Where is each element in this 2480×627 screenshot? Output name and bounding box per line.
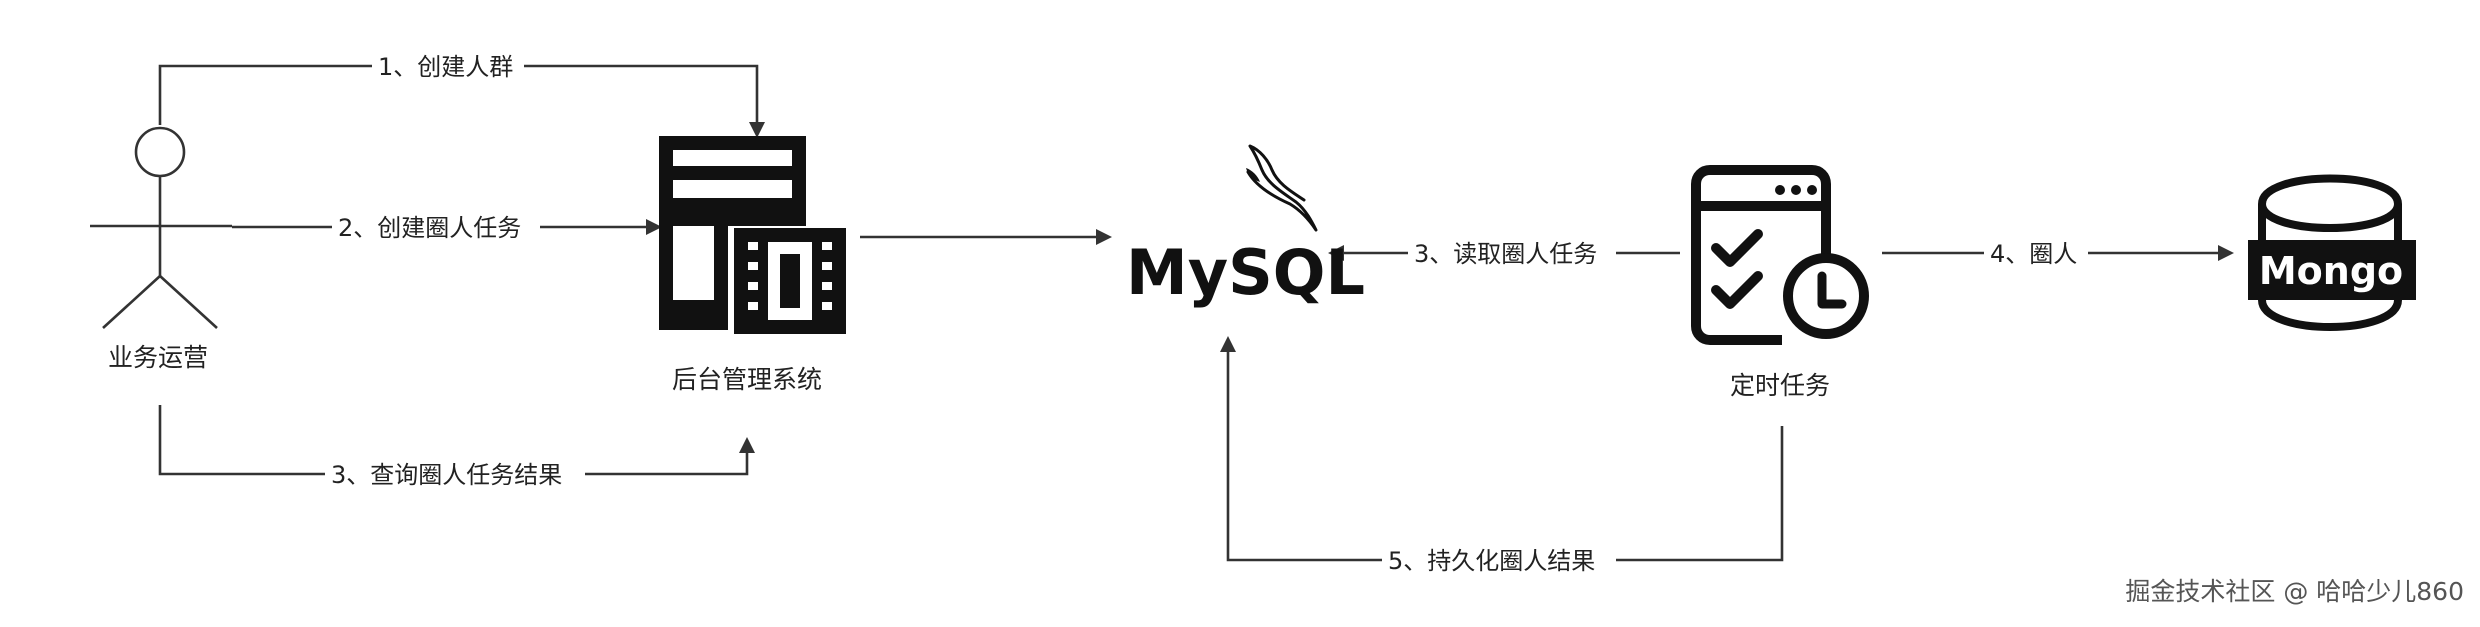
scheduled-task-node[interactable]: 定时任务 — [1691, 165, 1869, 400]
mongo-node[interactable]: Mongo — [2248, 174, 2416, 331]
edge-crowd-to-mongo: 4、圈人 — [1882, 238, 2234, 268]
edge-create-task: 2、创建圈人任务 — [232, 212, 662, 242]
mongo-logo-text: Mongo — [2259, 249, 2403, 293]
checklist-clock-icon — [1691, 165, 1869, 345]
edge-read-task: 3、读取圈人任务 — [1328, 238, 1680, 268]
operator-actor[interactable]: 业务运营 — [90, 126, 232, 374]
edge-label-crowd: 4、圈人 — [1990, 240, 2077, 268]
edge-label-create-task: 2、创建圈人任务 — [338, 214, 521, 242]
edge-admin-to-mysql — [860, 229, 1112, 245]
mysql-node[interactable]: MySQL — [1126, 144, 1365, 309]
edge-create-crowd: 1、创建人群 — [158, 51, 765, 138]
edge-query-result: 3、查询圈人任务结果 — [158, 405, 755, 489]
edge-label-create-crowd: 1、创建人群 — [378, 53, 513, 81]
stick-figure-icon — [90, 126, 232, 329]
admin-system-node[interactable]: 后台管理系统 — [659, 136, 846, 394]
edge-label-query-result: 3、查询圈人任务结果 — [331, 461, 562, 489]
edge-label-persist-result: 5、持久化圈人结果 — [1388, 547, 1595, 575]
mysql-logo-text: MySQL — [1126, 236, 1365, 309]
operator-label: 业务运营 — [108, 343, 208, 372]
admin-system-label: 后台管理系统 — [672, 365, 822, 394]
scheduled-task-label: 定时任务 — [1730, 371, 1830, 400]
edge-persist-result: 5、持久化圈人结果 — [1220, 336, 1784, 575]
watermark-text: 掘金技术社区 @ 哈哈少儿860 — [2125, 577, 2464, 606]
edge-label-read-task: 3、读取圈人任务 — [1414, 240, 1597, 268]
dolphin-icon — [1246, 144, 1318, 232]
admin-console-icon — [659, 136, 846, 334]
database-cylinder-icon — [2248, 174, 2416, 331]
